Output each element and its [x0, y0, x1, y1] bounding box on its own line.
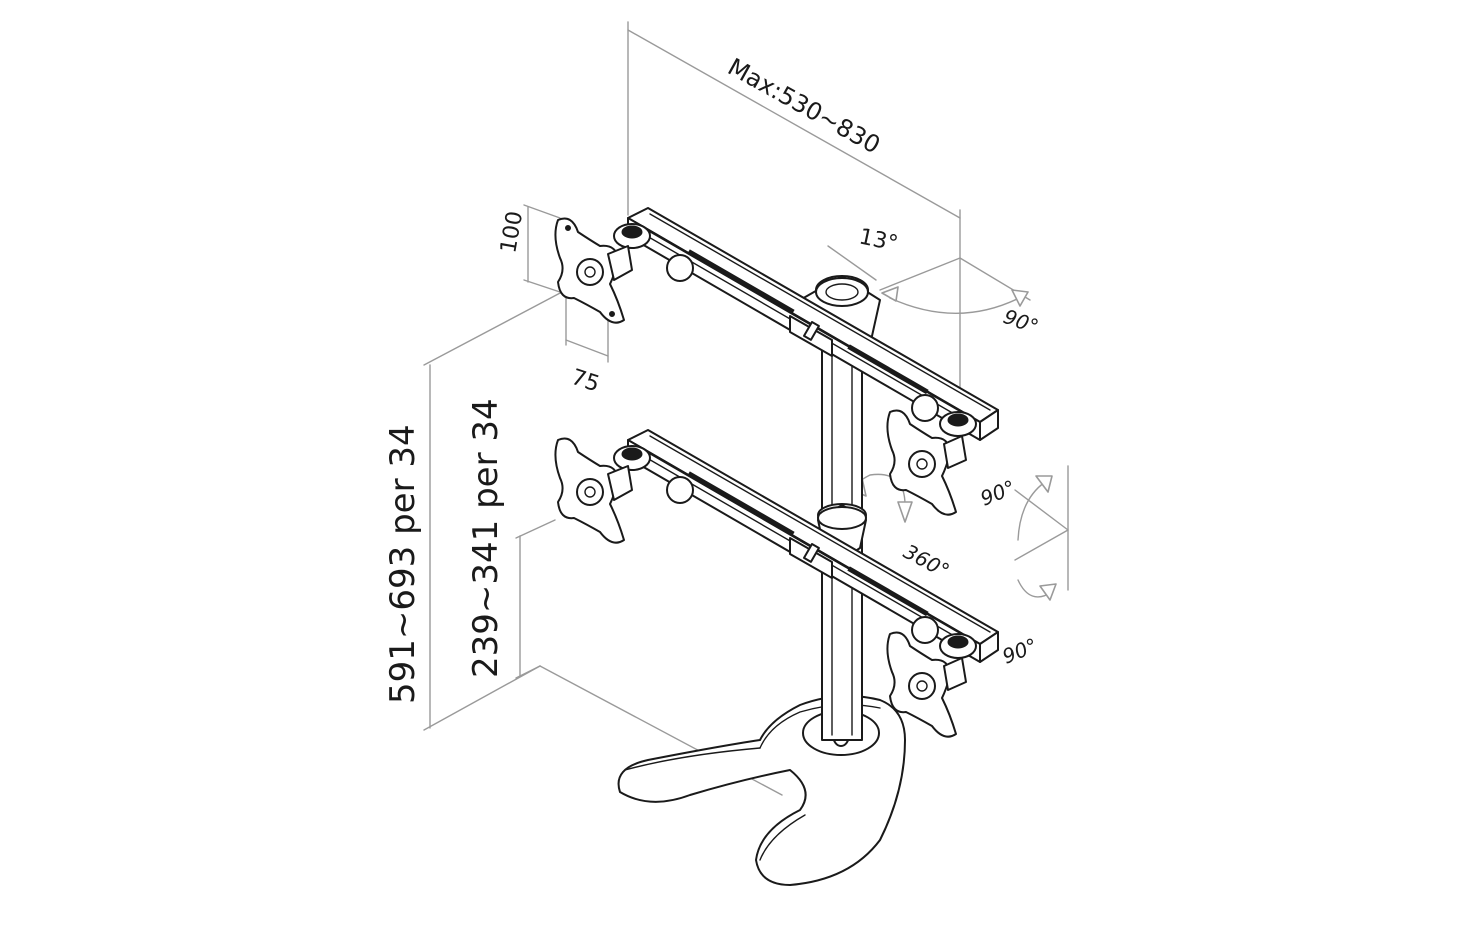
vesa-plate-lower-right	[886, 631, 967, 738]
upper-arm	[613, 207, 999, 441]
pole-rotation-angle-label: 360°	[900, 539, 954, 583]
lower-arm	[613, 429, 999, 663]
dimension-labels: Max:530~830 100 75 591~693 per 34 239~34…	[383, 53, 885, 704]
arm-swing-angle-label: 90°	[1000, 304, 1042, 339]
tilt-upper-angle-label: 90°	[977, 475, 1019, 511]
vesa-horizontal-label: 75	[568, 365, 602, 397]
max-width-label: Max:530~830	[723, 53, 885, 160]
height-lower-label: 239~341 per 34	[466, 398, 506, 678]
vesa-plate-lower-left	[554, 437, 633, 544]
vesa-plate-upper-left	[554, 217, 633, 324]
dimension-lines	[423, 21, 1069, 796]
height-full-label: 591~693 per 34	[383, 424, 423, 704]
tilt-lower-angle-label: 90°	[999, 633, 1041, 669]
vesa-plate-upper-right	[886, 409, 967, 516]
arm-pan-angle-label: 13°	[857, 224, 900, 257]
vesa-vertical-label: 100	[496, 209, 528, 255]
